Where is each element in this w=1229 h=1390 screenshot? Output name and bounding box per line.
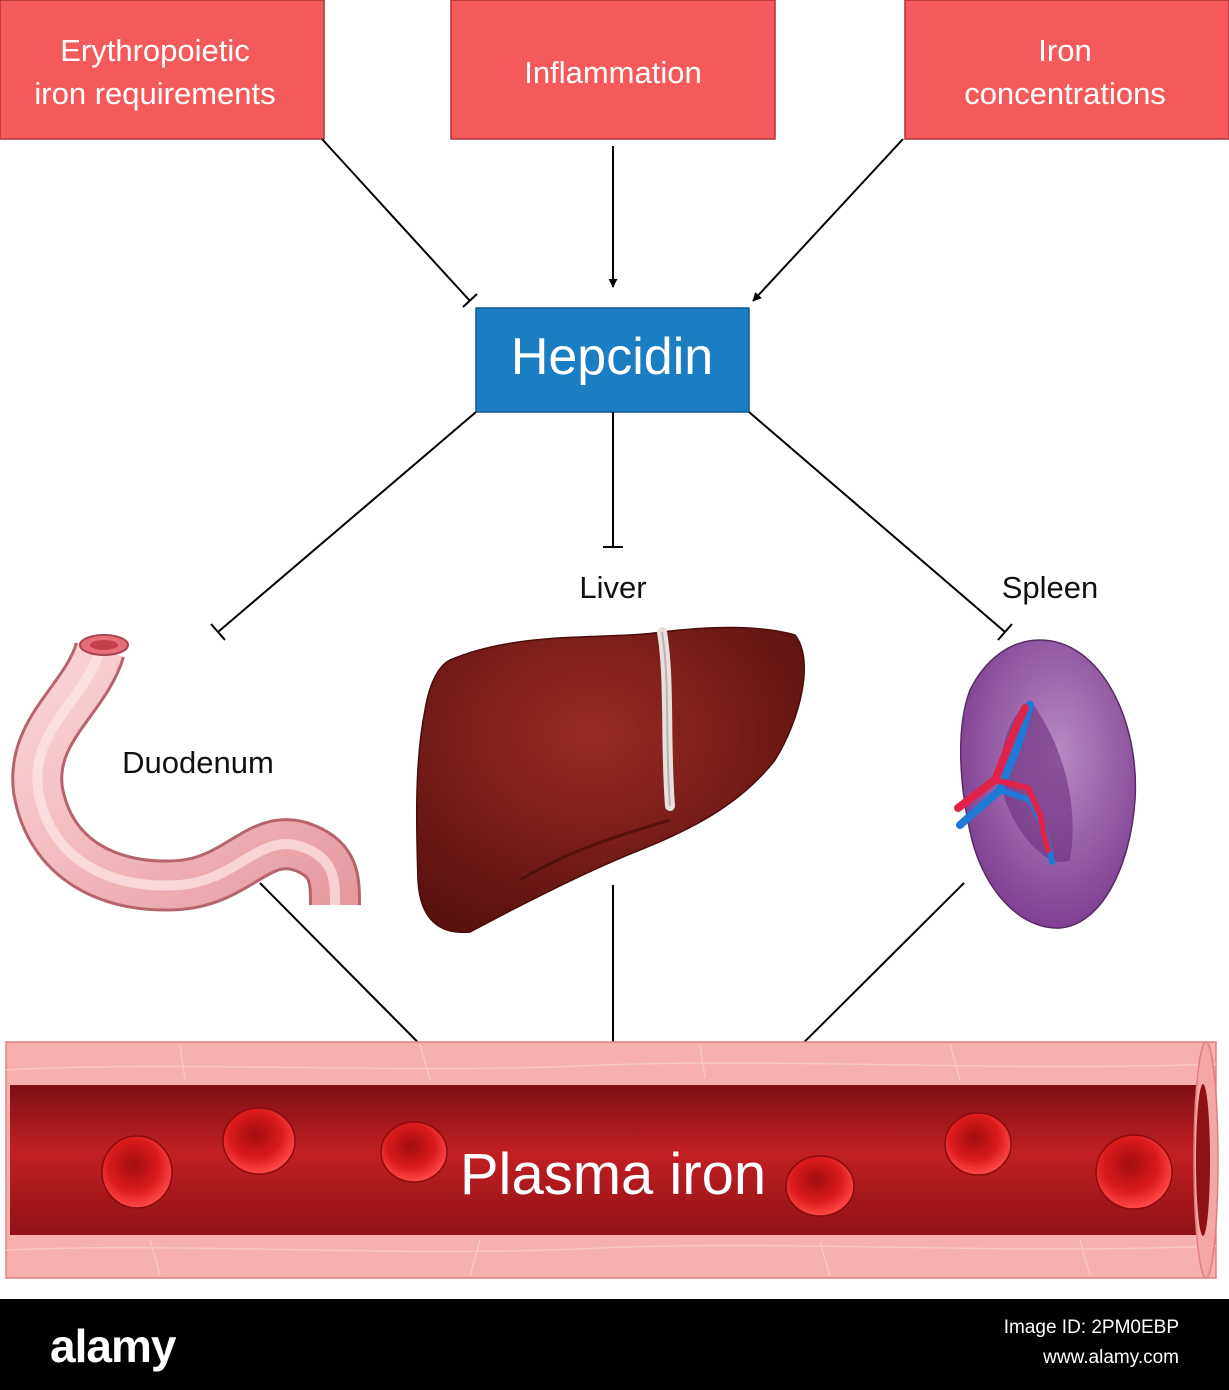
blood-vessel xyxy=(5,1041,1219,1279)
hepcidin-regulation-diagram: Erythropoietic iron requirements Inflamm… xyxy=(0,0,1229,1279)
factor-box-erythropoietic: Erythropoietic iron requirements xyxy=(0,0,325,140)
footer-bar: alamy Image ID: 2PM0EBP www.alamy.com xyxy=(0,1299,1229,1390)
inhibit-bar-erythropoietic xyxy=(462,293,478,308)
spleen-illustration xyxy=(954,639,1137,929)
red-blood-cell xyxy=(1095,1134,1173,1210)
footer-site: www.alamy.com xyxy=(1043,1347,1179,1368)
liver-illustration xyxy=(415,626,806,934)
organ-label-spleen: Spleen xyxy=(1002,570,1099,605)
factor-box-iron: Iron concentrations xyxy=(904,0,1229,140)
hepcidin-box: Hepcidin xyxy=(475,307,750,413)
plasma-iron-label: Plasma iron xyxy=(460,1142,766,1207)
svg-text:concentrations: concentrations xyxy=(964,76,1166,111)
factor-iron-line2: concentrations xyxy=(964,76,1166,111)
edge-iron-activates-hepcidin xyxy=(752,138,904,302)
edge-hepcidin-inhibits-duodenum xyxy=(217,411,477,633)
hepcidin-label: Hepcidin xyxy=(511,328,713,386)
footer-logo: alamy xyxy=(50,1320,176,1372)
inhibit-bar-duodenum xyxy=(210,623,226,641)
red-blood-cell xyxy=(785,1155,855,1217)
inhibit-bar-spleen xyxy=(997,623,1013,641)
svg-text:iron requirements: iron requirements xyxy=(34,76,275,111)
duodenum-illustration xyxy=(11,634,361,912)
red-blood-cells xyxy=(101,1107,1173,1217)
factor-iron-line1: Iron xyxy=(1038,33,1091,68)
hepcidin-connectors xyxy=(210,411,1013,641)
factor-box-inflammation: Inflammation xyxy=(450,0,776,140)
red-blood-cell xyxy=(944,1112,1012,1176)
factor-erythropoietic-line1: Erythropoietic xyxy=(60,33,250,68)
svg-text:Iron: Iron xyxy=(1038,33,1091,68)
svg-text:Erythropoietic: Erythropoietic xyxy=(60,33,250,68)
organ-label-liver: Liver xyxy=(579,570,646,605)
footer-image-id: Image ID: 2PM0EBP xyxy=(1003,1317,1179,1338)
factor-erythropoietic-line2: iron requirements xyxy=(34,76,275,111)
edge-hepcidin-inhibits-spleen xyxy=(748,411,1006,633)
footer-image-info: Image ID: 2PM0EBP www.alamy.com xyxy=(1004,1313,1179,1373)
red-blood-cell xyxy=(222,1107,296,1175)
factor-connectors xyxy=(321,138,904,308)
red-blood-cell xyxy=(380,1121,448,1183)
red-blood-cell xyxy=(101,1135,173,1209)
edge-erythropoietic-inhibits-hepcidin xyxy=(321,138,471,302)
factor-inflammation-label: Inflammation xyxy=(524,55,701,90)
organ-label-duodenum: Duodenum xyxy=(122,745,274,780)
